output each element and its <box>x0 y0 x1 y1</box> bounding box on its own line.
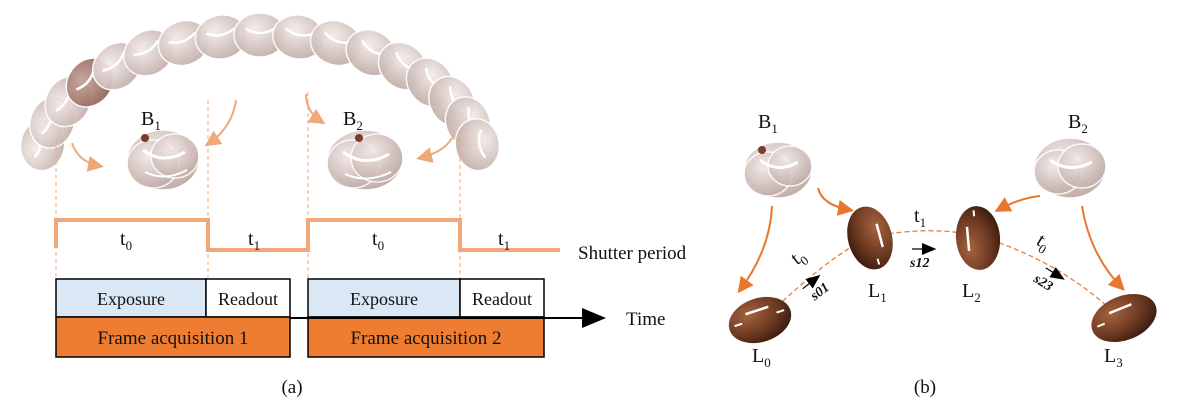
label-b2-b: B2 <box>1068 111 1088 136</box>
arrow-b2-to-l3 <box>1081 205 1125 291</box>
label-b2: B2 <box>343 108 363 133</box>
shutter-t1-1: t1 <box>248 228 260 253</box>
football-l2-icon <box>955 206 1001 270</box>
label-l2: L2 <box>962 280 981 305</box>
caption-a: (a) <box>281 377 302 398</box>
label-l0: L0 <box>752 345 771 370</box>
arrow-b2-to-l2 <box>994 195 1041 212</box>
blurred-ball-b2-icon <box>326 129 404 191</box>
frame-acquisition-2-label: Frame acquisition 2 <box>351 328 502 349</box>
readout-label-2: Readout <box>472 289 532 309</box>
shutter-t0-1: t0 <box>120 228 132 253</box>
ghost-ball <box>454 118 501 172</box>
shutter-period-label: Shutter period <box>578 243 687 264</box>
vector-s12: s12 <box>909 243 937 271</box>
arrow-b1-to-l0 <box>737 205 773 294</box>
label-b1: B1 <box>141 108 161 133</box>
arrow-to-b2-left <box>305 93 326 125</box>
exposure-box-1 <box>55 278 207 318</box>
arrow-to-b2-right <box>416 137 453 163</box>
traj-t1: t1 <box>914 205 926 230</box>
exposure-label-2: Exposure <box>350 289 418 309</box>
football-l0-icon <box>728 296 792 344</box>
caption-b: (b) <box>914 377 936 398</box>
label-b1-b: B1 <box>758 111 778 136</box>
svg-text:s23: s23 <box>1030 271 1055 295</box>
readout-label-1: Readout <box>218 289 278 309</box>
blurred-ball-b1-icon <box>126 129 200 191</box>
label-l3: L3 <box>1104 345 1123 370</box>
readout-box-1 <box>205 278 291 318</box>
time-label: Time <box>626 309 665 330</box>
traj-t0-right: t0 <box>1031 229 1054 257</box>
panel-a: B1 B2 t0 t1 t0 t1 Shutter period Exposur… <box>19 12 687 398</box>
frame-acquisition-2-box <box>307 316 545 358</box>
football-l1-icon <box>847 206 893 270</box>
frame-acquisition-1-label: Frame acquisition 1 <box>98 328 249 349</box>
ghost-ball <box>233 12 287 58</box>
blurred-ball-b1-icon <box>743 141 813 199</box>
motion-blur-ball-arc <box>19 12 501 172</box>
shutter-t1-2: t1 <box>498 228 510 253</box>
svg-text:s12: s12 <box>909 256 929 271</box>
shutter-t0-2: t0 <box>372 228 384 253</box>
trajectory <box>764 230 1121 319</box>
svg-text:s01: s01 <box>807 280 832 304</box>
arrow-b1-to-l1 <box>817 187 854 216</box>
label-l1: L1 <box>868 280 887 305</box>
frame-acquisition-1-box <box>55 316 291 358</box>
arrow-to-b1-right <box>204 99 237 147</box>
football-l3-icon <box>1091 293 1157 343</box>
shutter-waveform <box>54 218 560 252</box>
traj-t0-left: t0 <box>786 245 811 272</box>
exposure-label-1: Exposure <box>97 289 165 309</box>
panel-b: B1 B2 <box>728 111 1157 398</box>
arrow-to-b1-left <box>71 142 104 172</box>
blurred-ball-b2-icon <box>1033 137 1107 199</box>
